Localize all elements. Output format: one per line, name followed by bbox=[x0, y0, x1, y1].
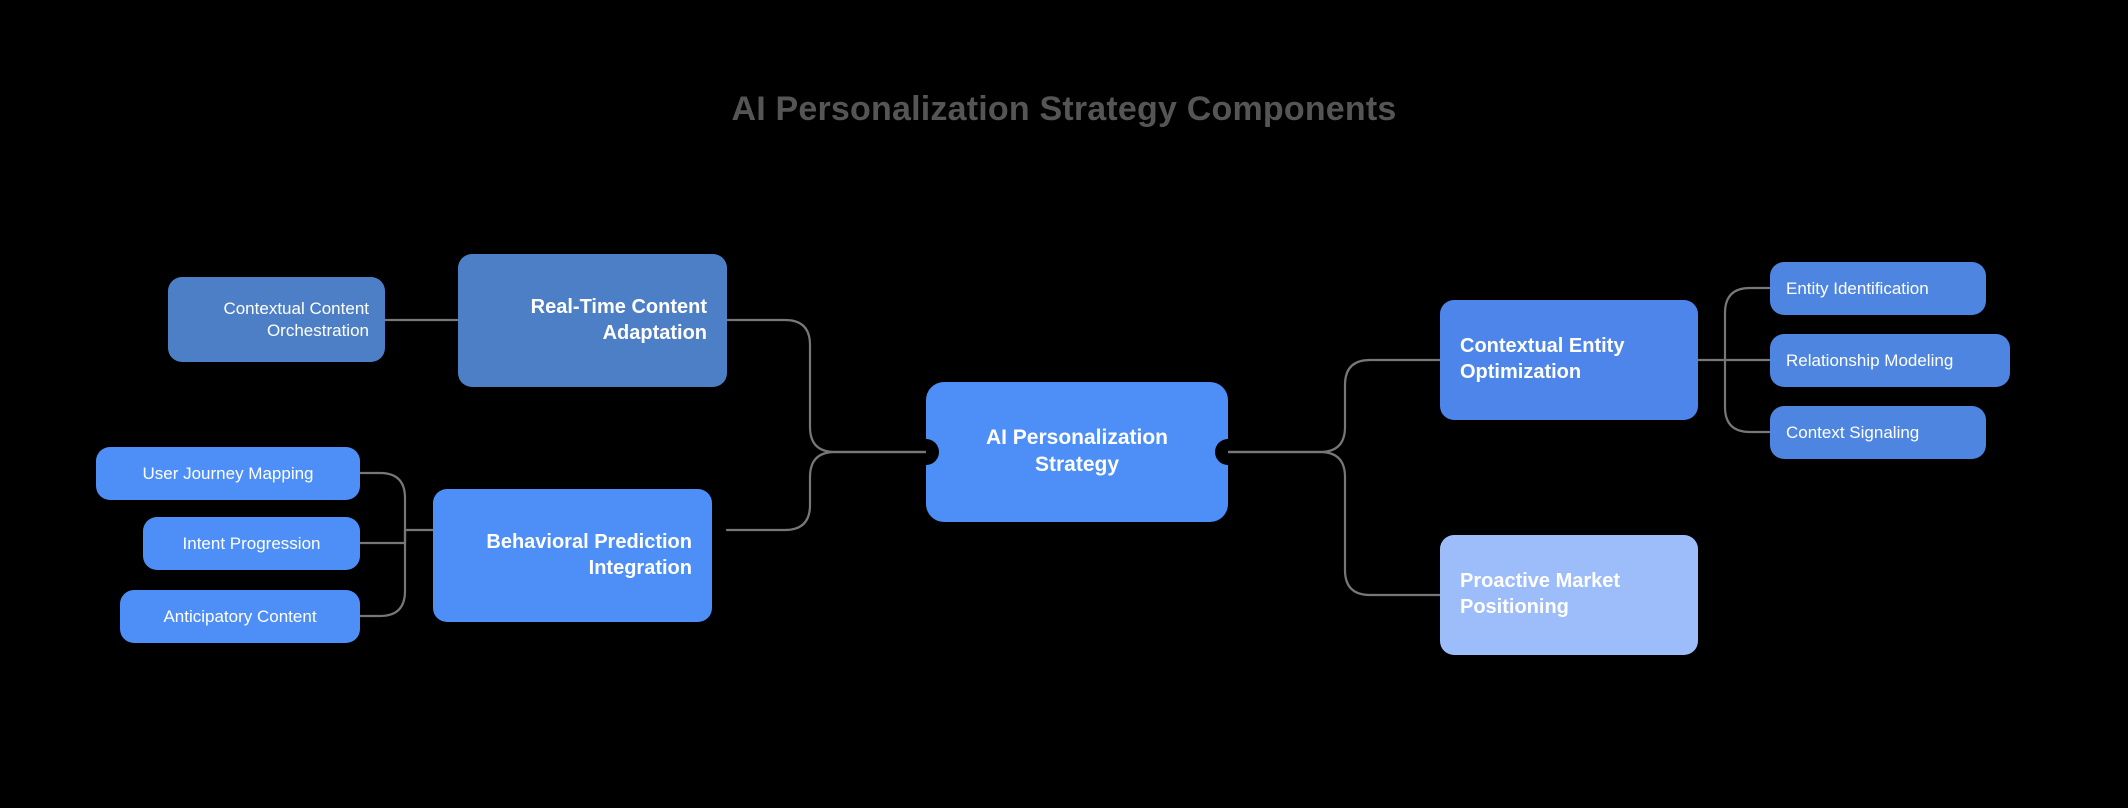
node-branch-behavioral-prediction-integration[interactable]: Behavioral Prediction Integration bbox=[433, 489, 712, 622]
node-leaf-label: Entity Identification bbox=[1786, 278, 1929, 298]
edge-root-to-left-bus-lower bbox=[725, 450, 928, 532]
edge-bpi-to-user-journey bbox=[358, 471, 407, 532]
node-leaf-context-signaling[interactable]: Context Signaling bbox=[1770, 406, 1986, 459]
node-leaf-label: Anticipatory Content bbox=[163, 606, 317, 626]
node-branch-contextual-entity-optimization[interactable]: Contextual Entity Optimization bbox=[1440, 300, 1698, 420]
page-title: AI Personalization Strategy Components bbox=[731, 90, 1397, 128]
edge-bpi-to-intent-progression bbox=[358, 528, 407, 545]
node-leaf-contextual-content-orchestration[interactable]: Contextual Content Orchestration bbox=[168, 277, 385, 362]
node-leaf-entity-identification[interactable]: Entity Identification bbox=[1770, 262, 1986, 315]
node-branch-label: Proactive Market Positioning bbox=[1460, 570, 1621, 618]
node-leaf-intent-progression[interactable]: Intent Progression bbox=[143, 517, 360, 570]
node-branch-label: Contextual Entity Optimization bbox=[1460, 335, 1625, 383]
node-leaf-relationship-modeling[interactable]: Relationship Modeling bbox=[1770, 334, 2010, 387]
edge-root-to-left-bus bbox=[725, 318, 928, 454]
node-leaf-label: Relationship Modeling bbox=[1786, 350, 1954, 370]
node-leaf-user-journey-mapping[interactable]: User Journey Mapping bbox=[96, 447, 360, 500]
node-branch-label: Real-Time Content Adaptation bbox=[530, 295, 707, 344]
node-root-label: AI Personalization Strategy bbox=[985, 426, 1169, 476]
edge-bpi-to-anticipatory-content bbox=[358, 528, 407, 618]
node-leaf-label: User Journey Mapping bbox=[142, 463, 314, 483]
node-leaf-label: Context Signaling bbox=[1786, 422, 1920, 442]
node-leaf-anticipatory-content[interactable]: Anticipatory Content bbox=[120, 590, 360, 643]
node-branch-label: Behavioral Prediction Integration bbox=[486, 530, 692, 579]
edge-ceo-to-context-signaling bbox=[1723, 358, 1772, 434]
edge-root-to-right-bus-lower bbox=[1226, 450, 1442, 597]
edge-root-to-right-bus-upper bbox=[1226, 358, 1442, 454]
edge-ceo-to-entity-identification bbox=[1723, 286, 1772, 362]
node-root-ai-personalization-strategy[interactable]: AI Personalization Strategy bbox=[926, 382, 1228, 522]
node-branch-proactive-market-positioning[interactable]: Proactive Market Positioning bbox=[1440, 535, 1698, 655]
node-leaf-label: Intent Progression bbox=[182, 533, 321, 553]
node-branch-real-time-content-adaptation[interactable]: Real-Time Content Adaptation bbox=[458, 254, 727, 387]
node-leaf-label: Contextual Content Orchestration bbox=[223, 298, 369, 340]
